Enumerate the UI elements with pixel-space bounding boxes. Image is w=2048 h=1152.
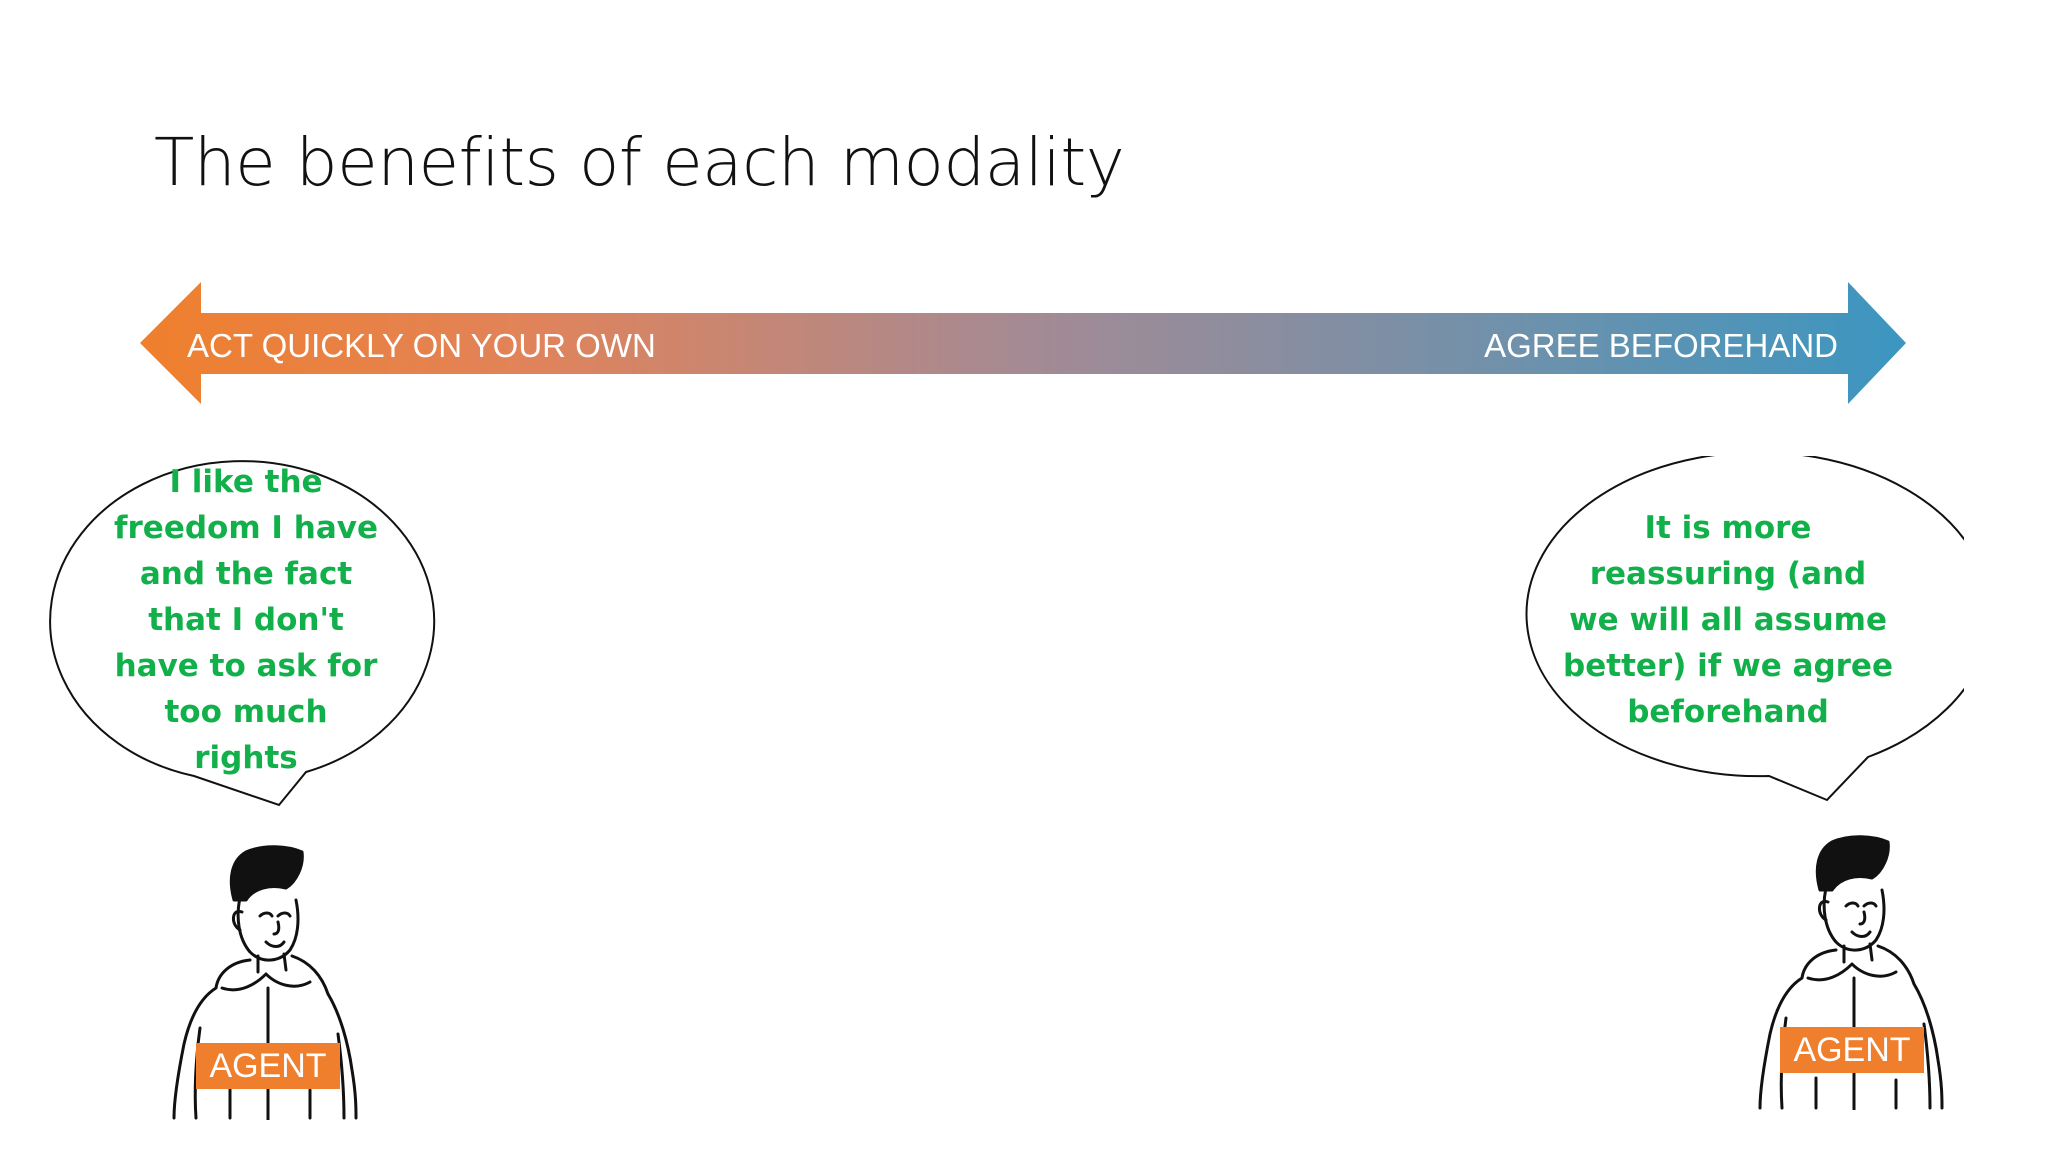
right-agent-quote: It is more reassuring (and we will all a… [1563,510,1893,730]
left-agent-quote: I like the freedom I have and the fact t… [114,464,378,776]
right-person-illustration [1758,835,1944,1110]
right-speech-bubble [1525,456,1964,802]
spectrum-right-label: AGREE BEFOREHAND [1484,327,1838,364]
spectrum-arrow [140,282,1906,404]
left-speech-bubble [49,460,436,807]
left-person-illustration [172,845,358,1120]
spectrum-left-label: ACT QUICKLY ON YOUR OWN [187,327,656,364]
left-agent-badge: AGENT [196,1043,340,1089]
slide-title: The benefits of each modality [154,124,1125,201]
right-agent-badge: AGENT [1780,1027,1924,1073]
